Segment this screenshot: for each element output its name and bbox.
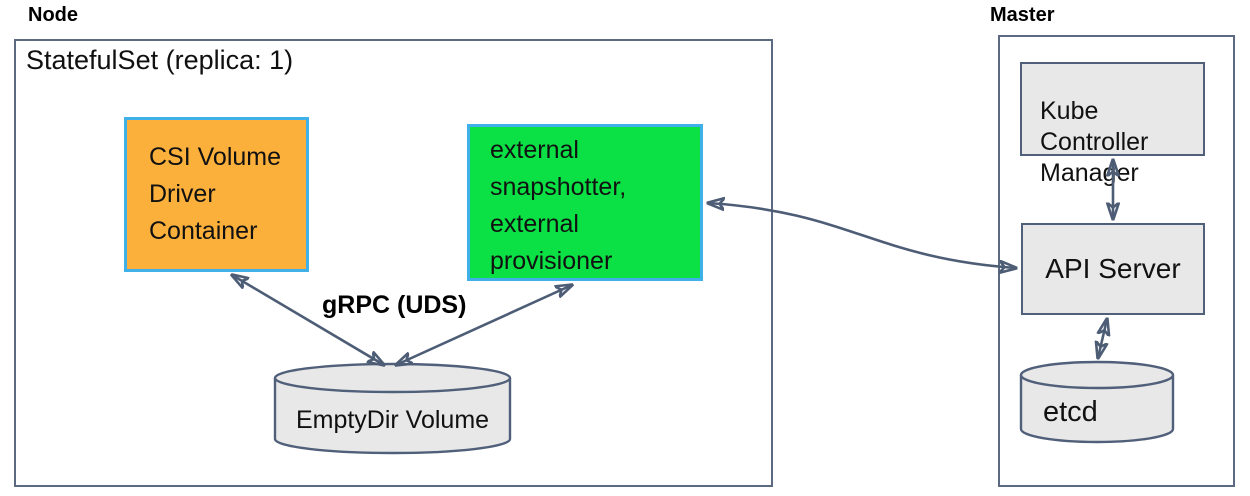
emptydir-volume-cylinder: EmptyDir Volume <box>273 362 512 455</box>
statefulset-title: StatefulSet (replica: 1) <box>26 45 294 75</box>
master-group-label: Master <box>990 4 1055 26</box>
kube-controller-manager-box: Kube Controller Manager <box>1020 62 1205 187</box>
kube-controller-manager-label: Kube Controller Manager <box>1040 97 1149 187</box>
api-server-box: API Server <box>1021 223 1205 315</box>
cylinder-shape <box>273 362 512 455</box>
grpc-uds-label: gRPC (UDS) <box>322 291 467 319</box>
csi-volume-driver-box: CSI Volume Driver Container <box>124 117 309 272</box>
external-snapshotter-provisioner-label: external snapshotter, external provision… <box>490 136 627 275</box>
external-snapshotter-provisioner-box: external snapshotter, external provision… <box>467 124 703 281</box>
node-group-label: Node <box>28 4 78 26</box>
csi-volume-driver-label: CSI Volume Driver Container <box>149 143 282 245</box>
etcd-label: etcd <box>1043 396 1098 428</box>
etcd-cylinder: etcd <box>1019 360 1175 444</box>
emptydir-volume-label: EmptyDir Volume <box>295 406 490 434</box>
cylinder-shape <box>1019 360 1175 444</box>
api-server-label: API Server <box>1045 253 1181 284</box>
